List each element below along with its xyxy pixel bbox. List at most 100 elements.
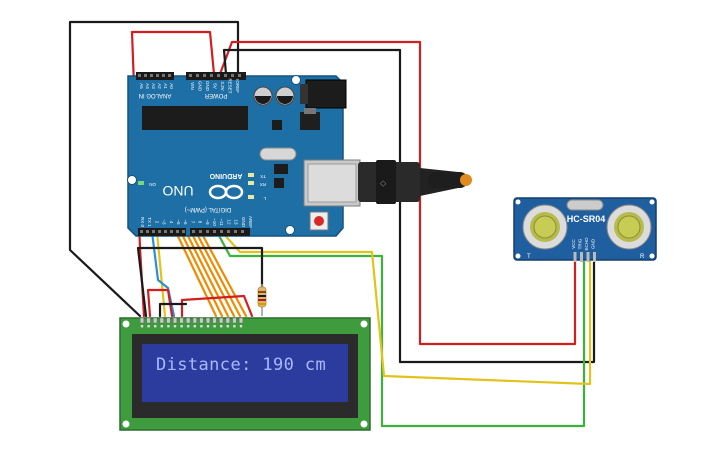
reset-button[interactable]: [309, 211, 329, 231]
sensor-r-mark: R: [640, 254, 645, 260]
wires: [68, 20, 596, 428]
wire-red-lcd-loop-2: [180, 294, 254, 318]
sensor-pin: [580, 252, 583, 262]
header-pin-hole: [213, 230, 216, 233]
lcd-pin-pad: [220, 325, 223, 328]
analog-pin-label: A0: [169, 83, 174, 89]
receiver-transducer: [606, 204, 652, 250]
lcd-pin-pad: [173, 325, 177, 328]
mount-hole: [127, 175, 137, 185]
power-pin-label: GND: [198, 81, 203, 92]
sensor-pin: [573, 252, 577, 262]
lcd-pin-pad: [167, 325, 170, 328]
lcd-pin-pad: [147, 325, 150, 328]
svg-text:⬦: ⬦: [380, 178, 387, 188]
led-label: RX: [260, 182, 266, 187]
top-header-pins: [138, 74, 241, 77]
wire-black-top-left: [68, 20, 240, 318]
header-pin-hole: [199, 230, 202, 233]
header-pin-hole: [227, 230, 230, 233]
lcd-pin: [186, 317, 191, 324]
header-pin-hole: [220, 230, 223, 233]
digital-pin-label: RX 0: [140, 217, 145, 228]
lcd-pin: [205, 317, 210, 324]
sensor-crystal: [566, 199, 604, 211]
transmitter-transducer: [522, 204, 568, 250]
crystal: [259, 147, 297, 161]
header-pin-hole: [170, 230, 173, 233]
power-pin-label: 5V: [213, 83, 218, 89]
wire-orange-1: [174, 230, 218, 318]
digital-pin-label: AREF: [248, 216, 253, 228]
header-pin-hole: [146, 230, 149, 233]
power-pin-label: IOREF: [235, 79, 240, 93]
wire-orange-5: [194, 230, 242, 318]
resistor: [257, 284, 267, 316]
sensor-pin-label: GND: [591, 238, 596, 249]
analog-pin-label: A4: [145, 83, 150, 89]
lcd-pin: [172, 317, 177, 324]
arduino-brand-label: ARDUINO: [209, 172, 242, 179]
wire-orange-2: [179, 230, 224, 318]
power-header-label: POWER: [204, 92, 227, 98]
led-label: L: [263, 196, 266, 201]
header-pin-hole: [176, 230, 179, 233]
power-pin-label: 3.3V: [220, 81, 225, 90]
wire-black-lcd-loop-2: [158, 302, 188, 318]
analog-pin-label: A1: [163, 83, 168, 89]
sensor-pin-label: VCC: [571, 239, 576, 249]
lcd-pin-pad: [200, 325, 203, 328]
lcd-pin: [192, 317, 197, 324]
header-pin-hole: [158, 230, 161, 233]
header-pin-hole: [192, 230, 195, 233]
analog-pin-label: A5: [139, 83, 144, 89]
header-pin-hole: [203, 74, 206, 77]
digital-header-left: [138, 228, 186, 236]
lcd-pin: [225, 317, 230, 324]
lcd-screen: [142, 344, 348, 402]
status-led: [138, 181, 144, 185]
lcd-pins: [139, 317, 243, 328]
mount-hole: [285, 225, 295, 235]
sensor-pin: [586, 252, 590, 262]
header-pin-hole: [168, 74, 171, 77]
header-pin-hole: [182, 230, 185, 233]
power-jack: [305, 79, 347, 109]
analog-header: [136, 72, 174, 80]
lcd-pin-pad: [213, 325, 216, 328]
lcd-module[interactable]: Distance: 190 cm: [119, 317, 371, 431]
lcd-pin-pad: [206, 325, 210, 328]
lcd-pin: [232, 317, 237, 324]
header-pin-hole: [138, 74, 141, 77]
sensor-t-mark: T: [527, 254, 531, 260]
lcd-pin-pad: [239, 325, 243, 328]
power-header: [186, 72, 246, 80]
header-pin-hole: [210, 74, 213, 77]
digital-pin-label: 7: [190, 221, 195, 224]
lcd-pin-pad: [226, 325, 229, 328]
digital-pin-label: ~5: [176, 219, 181, 225]
header-pin-hole: [206, 230, 209, 233]
header-pin-hole: [156, 74, 159, 77]
header-pin-hole: [164, 230, 167, 233]
analog-header-label: ANALOG IN: [139, 92, 172, 98]
lcd-pin-pad: [180, 325, 183, 328]
lcd-pin: [146, 317, 151, 324]
digital-header-label: DIGITAL (PWM~): [185, 206, 232, 212]
lcd-pin: [238, 317, 243, 324]
header-pin-hole: [150, 74, 153, 77]
power-pin-label: RESET: [228, 78, 233, 93]
wire-black-lcd-loop: [136, 246, 264, 318]
status-led: [248, 173, 254, 177]
digital-pin-label: 4: [169, 221, 174, 224]
digital-pin-label: ~9: [205, 219, 210, 225]
wire-black-gnd-sensor: [222, 48, 596, 364]
lcd-pin-pad: [193, 325, 196, 328]
